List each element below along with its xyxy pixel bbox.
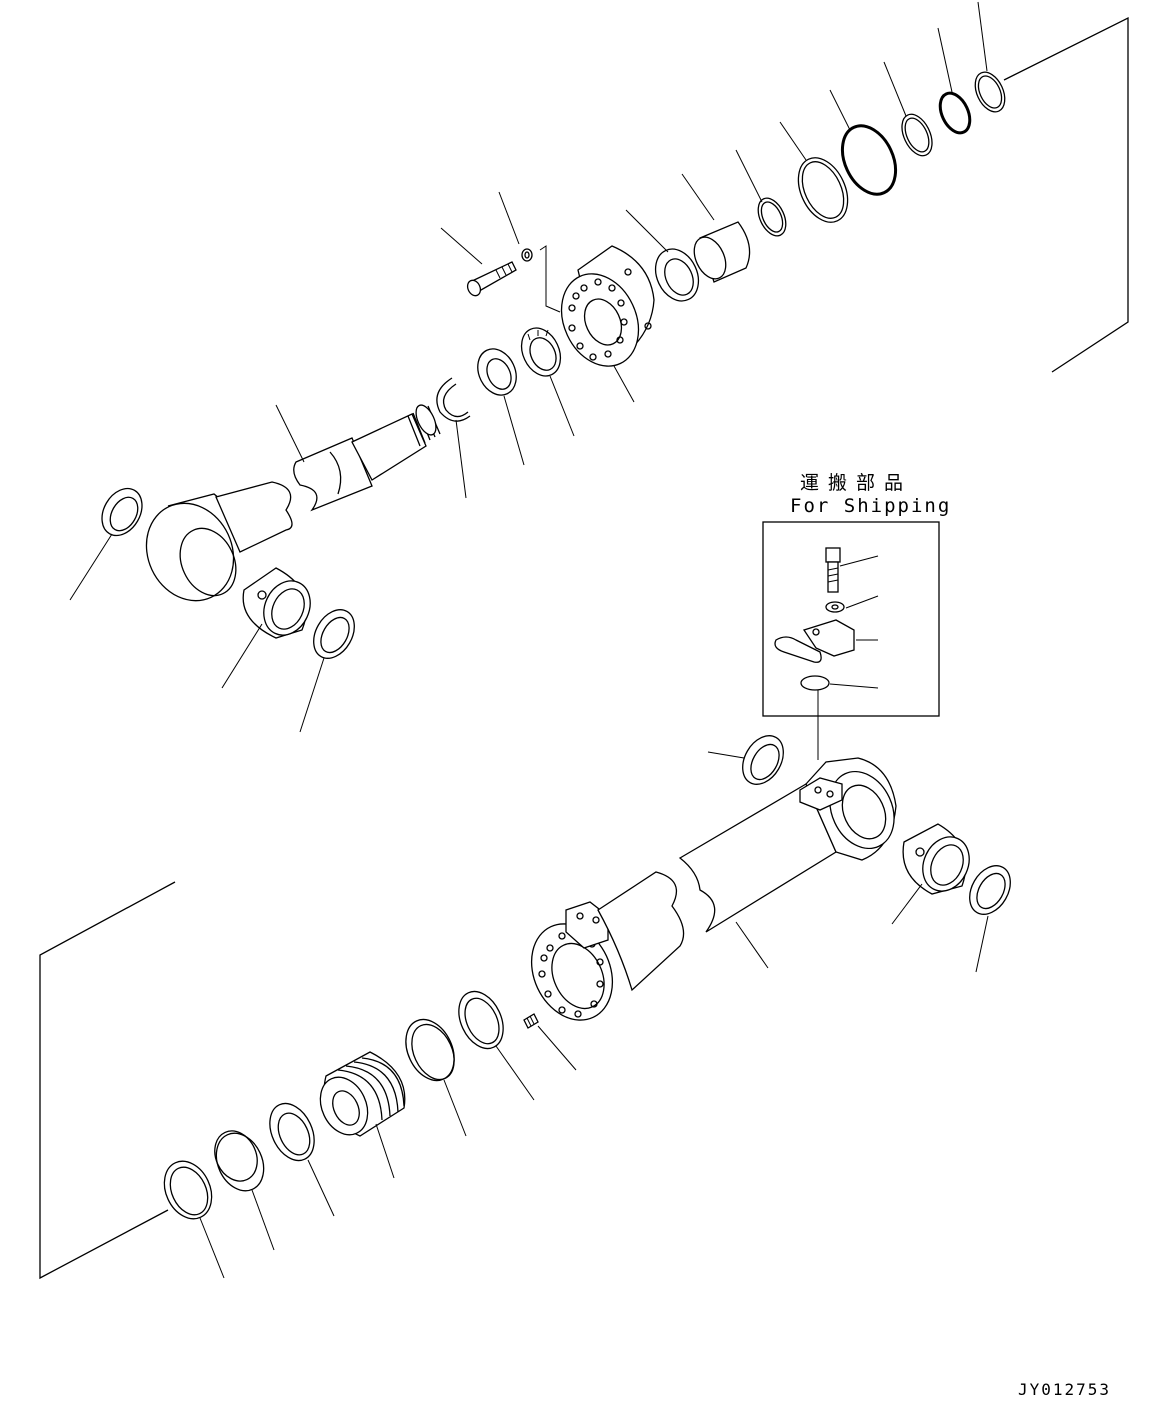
cylinder-tube <box>530 757 897 1021</box>
frame-bracket-bottom <box>39 881 176 1280</box>
ring-1 <box>269 1102 315 1162</box>
shipping-bolt <box>825 547 841 593</box>
shipping-title-en: For Shipping <box>790 495 952 517</box>
washer <box>521 248 533 262</box>
backup-ring <box>901 113 933 157</box>
piston <box>319 1051 406 1137</box>
piston-seal <box>405 1018 455 1082</box>
piston-rod <box>145 404 441 602</box>
drawing-number: JY012753 <box>1018 1380 1112 1399</box>
frame-bracket-top <box>1003 16 1129 373</box>
ring-3 <box>163 1160 213 1220</box>
shipping-plug <box>800 675 830 691</box>
dust-seal-right <box>313 609 355 659</box>
bushing-tube <box>902 823 970 895</box>
wear-ring <box>458 990 504 1050</box>
piston-ring <box>520 327 562 377</box>
dust-seal-tube <box>742 735 784 785</box>
leader-lines-upper <box>69 1 988 733</box>
bolt <box>466 261 517 297</box>
buffer-ring <box>797 157 849 223</box>
dust-seal-left <box>101 487 143 537</box>
shipping-washer <box>825 601 845 613</box>
backup-ring-2 <box>974 71 1006 113</box>
rod-seal <box>654 248 700 302</box>
o-ring <box>840 124 898 196</box>
retaining-ring <box>477 348 517 396</box>
shipping-title-jp: 運搬部品 <box>800 472 913 494</box>
snap-ring <box>436 377 471 422</box>
bushing-rod <box>242 567 311 639</box>
shipping-box <box>762 521 940 717</box>
cylinder-head <box>560 245 655 367</box>
shipping-clamp <box>774 619 855 663</box>
snap-ring-2 <box>757 197 787 237</box>
o-ring-2 <box>938 91 972 135</box>
set-screw <box>523 1013 539 1029</box>
ring-2 <box>214 1130 265 1192</box>
leader-lines-lower <box>199 751 989 1279</box>
bushing <box>693 221 751 283</box>
dust-seal-tube-2 <box>969 865 1011 915</box>
